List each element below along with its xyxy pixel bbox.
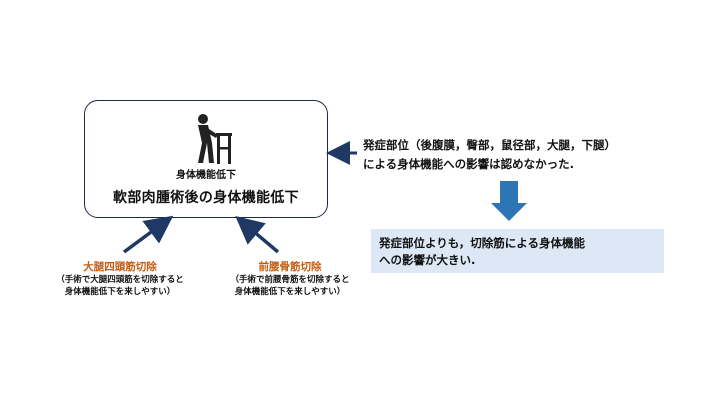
arrow-left-cause <box>122 215 174 254</box>
site-finding-line1: 発症部位（後腹膜，臀部，鼠径部，大腿，下腿） <box>363 138 616 152</box>
main-box-title: 軟部肉腫術後の身体機能低下 <box>113 190 299 206</box>
arrow-down-result <box>491 181 527 221</box>
cause-left-title: 大腿四頭筋切除 <box>83 261 157 273</box>
cause-right-note-line2: 身体機能低下を来しやすい） <box>234 287 346 297</box>
cause-right-note-line1: （手術で前腰骨筋を切除すると <box>230 275 350 285</box>
cause-right-title: 前腰骨筋切除 <box>258 261 322 273</box>
arrow-right-cause <box>235 215 280 254</box>
result-line2: への影響が大きい. <box>379 253 476 267</box>
site-finding-text: 発症部位（後腹膜，臀部，鼠径部，大腿，下腿） による身体機能への影響は認めなかっ… <box>363 136 703 174</box>
person-with-walker-icon <box>186 113 236 165</box>
cause-left-note-line1: （手術で大腿四頭筋を切除すると <box>56 275 184 285</box>
result-line1: 発症部位よりも，切除筋による身体機能 <box>379 236 585 250</box>
cause-left-note-line2: 身体機能低下を来しやすい） <box>64 287 176 297</box>
site-finding-line2: による身体機能への影響は認めなかった. <box>363 157 575 171</box>
main-box-small-label: 身体機能低下 <box>176 170 236 181</box>
result-box: 発症部位よりも，切除筋による身体機能 への影響が大きい. <box>371 229 664 273</box>
